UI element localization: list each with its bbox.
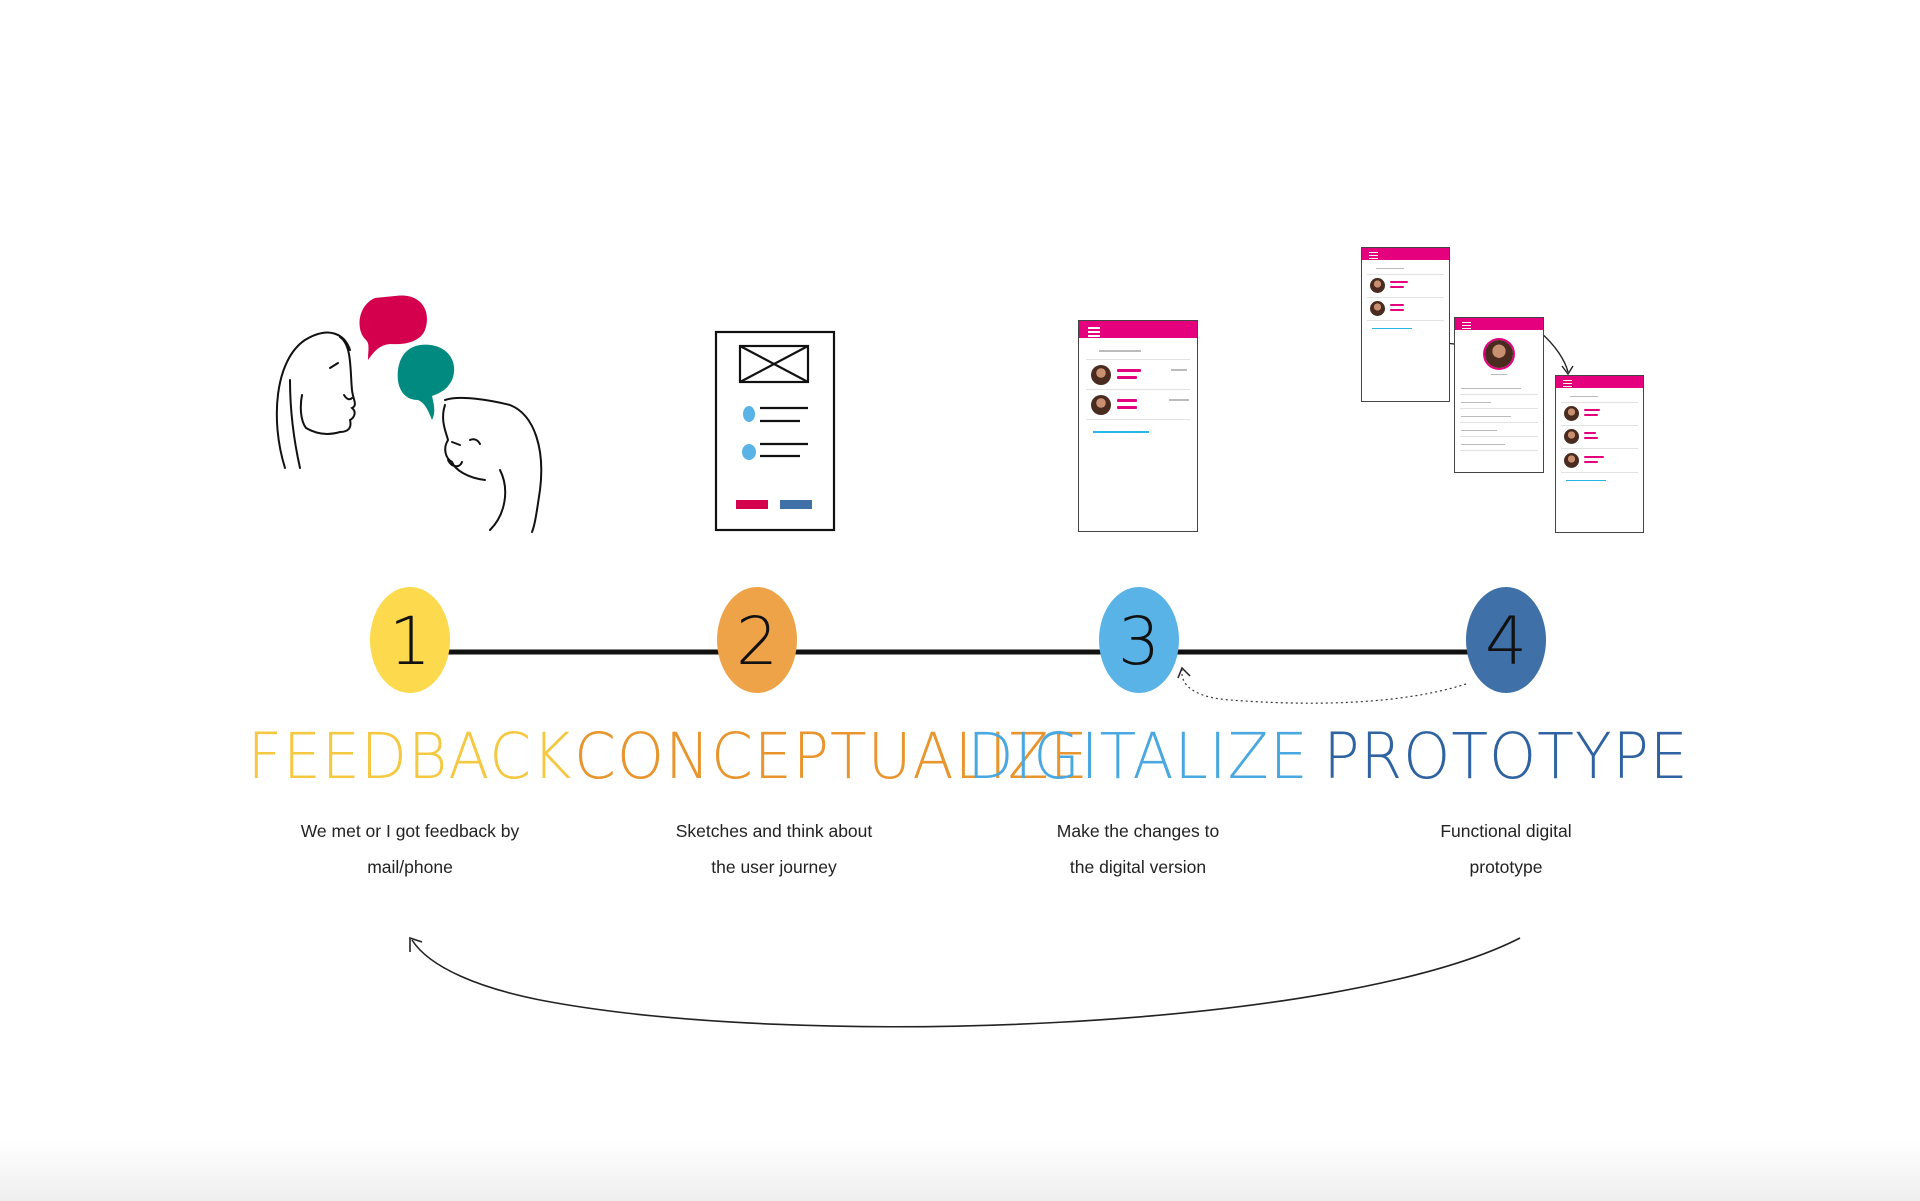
step-title-conceptualize: CONCEPTUALIZE xyxy=(574,720,1089,794)
arrow-head-icon xyxy=(1177,666,1191,679)
step-title-prototype: PROTOTYPE xyxy=(1323,720,1689,794)
step-number-2: 2 xyxy=(736,603,778,680)
step-circle-4 xyxy=(1466,587,1546,693)
step-circle-3 xyxy=(1099,587,1179,693)
wireframe-dot-icon xyxy=(742,444,756,460)
wireframe-button-pink xyxy=(736,500,768,509)
phone-mockup-proto-1 xyxy=(1361,247,1450,402)
step-number-3: 3 xyxy=(1118,603,1160,680)
return-arrow-loop xyxy=(411,937,1521,1028)
step-number-4: 4 xyxy=(1485,603,1527,680)
speech-bubble-teal xyxy=(397,344,455,420)
people-talking-illustration xyxy=(275,331,543,533)
step-title-digitalize: DIGITALIZE xyxy=(967,720,1309,794)
step-title-feedback: FEEDBACK xyxy=(247,720,573,794)
bottom-fade xyxy=(0,1141,1920,1201)
wireframe-sketch xyxy=(714,330,836,532)
mockup-link-arrow xyxy=(1539,331,1569,373)
step-circle-1 xyxy=(370,587,450,693)
arrow-head-icon xyxy=(1561,365,1574,376)
wireframe-dot-icon xyxy=(743,406,755,422)
wireframe-button-blue xyxy=(780,500,812,509)
phone-mockup-proto-3 xyxy=(1555,375,1644,533)
phone-mockup-proto-2 xyxy=(1454,317,1544,473)
arrow-head-icon xyxy=(409,936,423,952)
phone-mockup-digital xyxy=(1078,320,1198,532)
return-arrow-dotted xyxy=(1181,669,1467,704)
step-number-1: 1 xyxy=(389,603,431,680)
speech-bubble-pink xyxy=(359,295,427,360)
step-circle-2 xyxy=(717,587,797,693)
